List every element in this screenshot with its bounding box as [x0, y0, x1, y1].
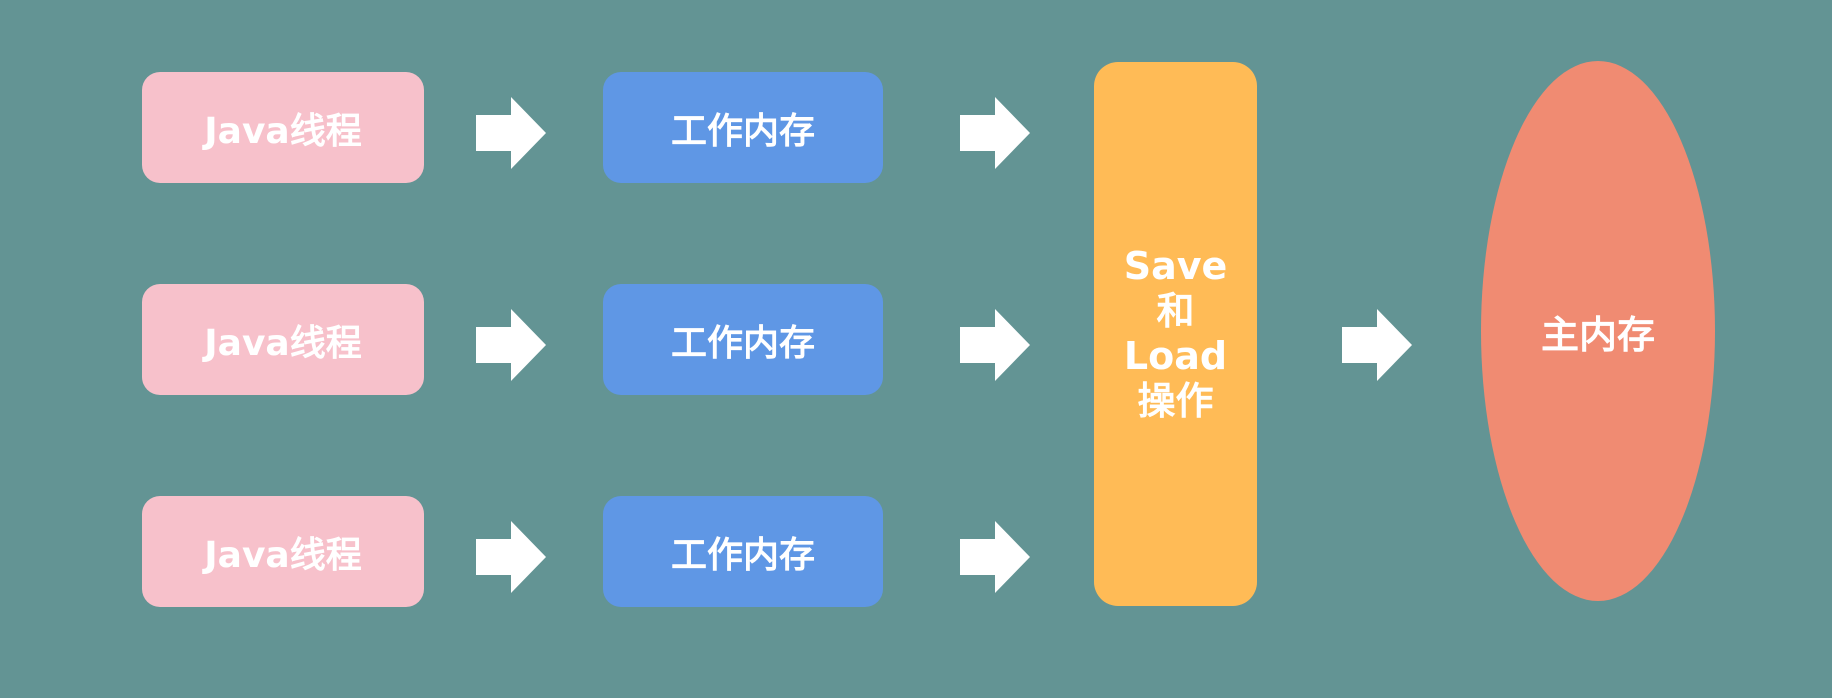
right-arrow-icon: [960, 97, 1030, 169]
main-memory-label: 主内存: [1540, 312, 1655, 357]
java-thread-1: Java线程: [142, 72, 424, 183]
working-memory-2: 工作内存: [603, 284, 883, 395]
right-arrow-icon: [1342, 309, 1412, 381]
right-arrow-icon: [960, 309, 1030, 381]
right-arrow-icon: [476, 521, 546, 593]
save-load-operation: Save 和 Load 操作: [1094, 62, 1257, 606]
java-thread-2: Java线程: [142, 284, 424, 395]
save-load-line-3: Load: [1123, 334, 1228, 378]
main-memory: 主内存: [1481, 61, 1715, 601]
right-arrow-icon: [476, 309, 546, 381]
java-thread-2-label: Java线程: [204, 322, 362, 364]
working-memory-1-label: 工作内存: [670, 110, 815, 152]
save-load-line-2: 和: [1156, 289, 1195, 333]
save-load-line-4: 操作: [1137, 379, 1214, 423]
working-memory-3: 工作内存: [603, 496, 883, 607]
working-memory-3-label: 工作内存: [670, 534, 815, 576]
save-load-line-1: Save: [1123, 244, 1228, 288]
java-thread-3-label: Java线程: [204, 534, 362, 576]
working-memory-2-label: 工作内存: [670, 322, 815, 364]
right-arrow-icon: [476, 97, 546, 169]
java-thread-1-label: Java线程: [204, 110, 362, 152]
working-memory-1: 工作内存: [603, 72, 883, 183]
right-arrow-icon: [960, 521, 1030, 593]
java-thread-3: Java线程: [142, 496, 424, 607]
